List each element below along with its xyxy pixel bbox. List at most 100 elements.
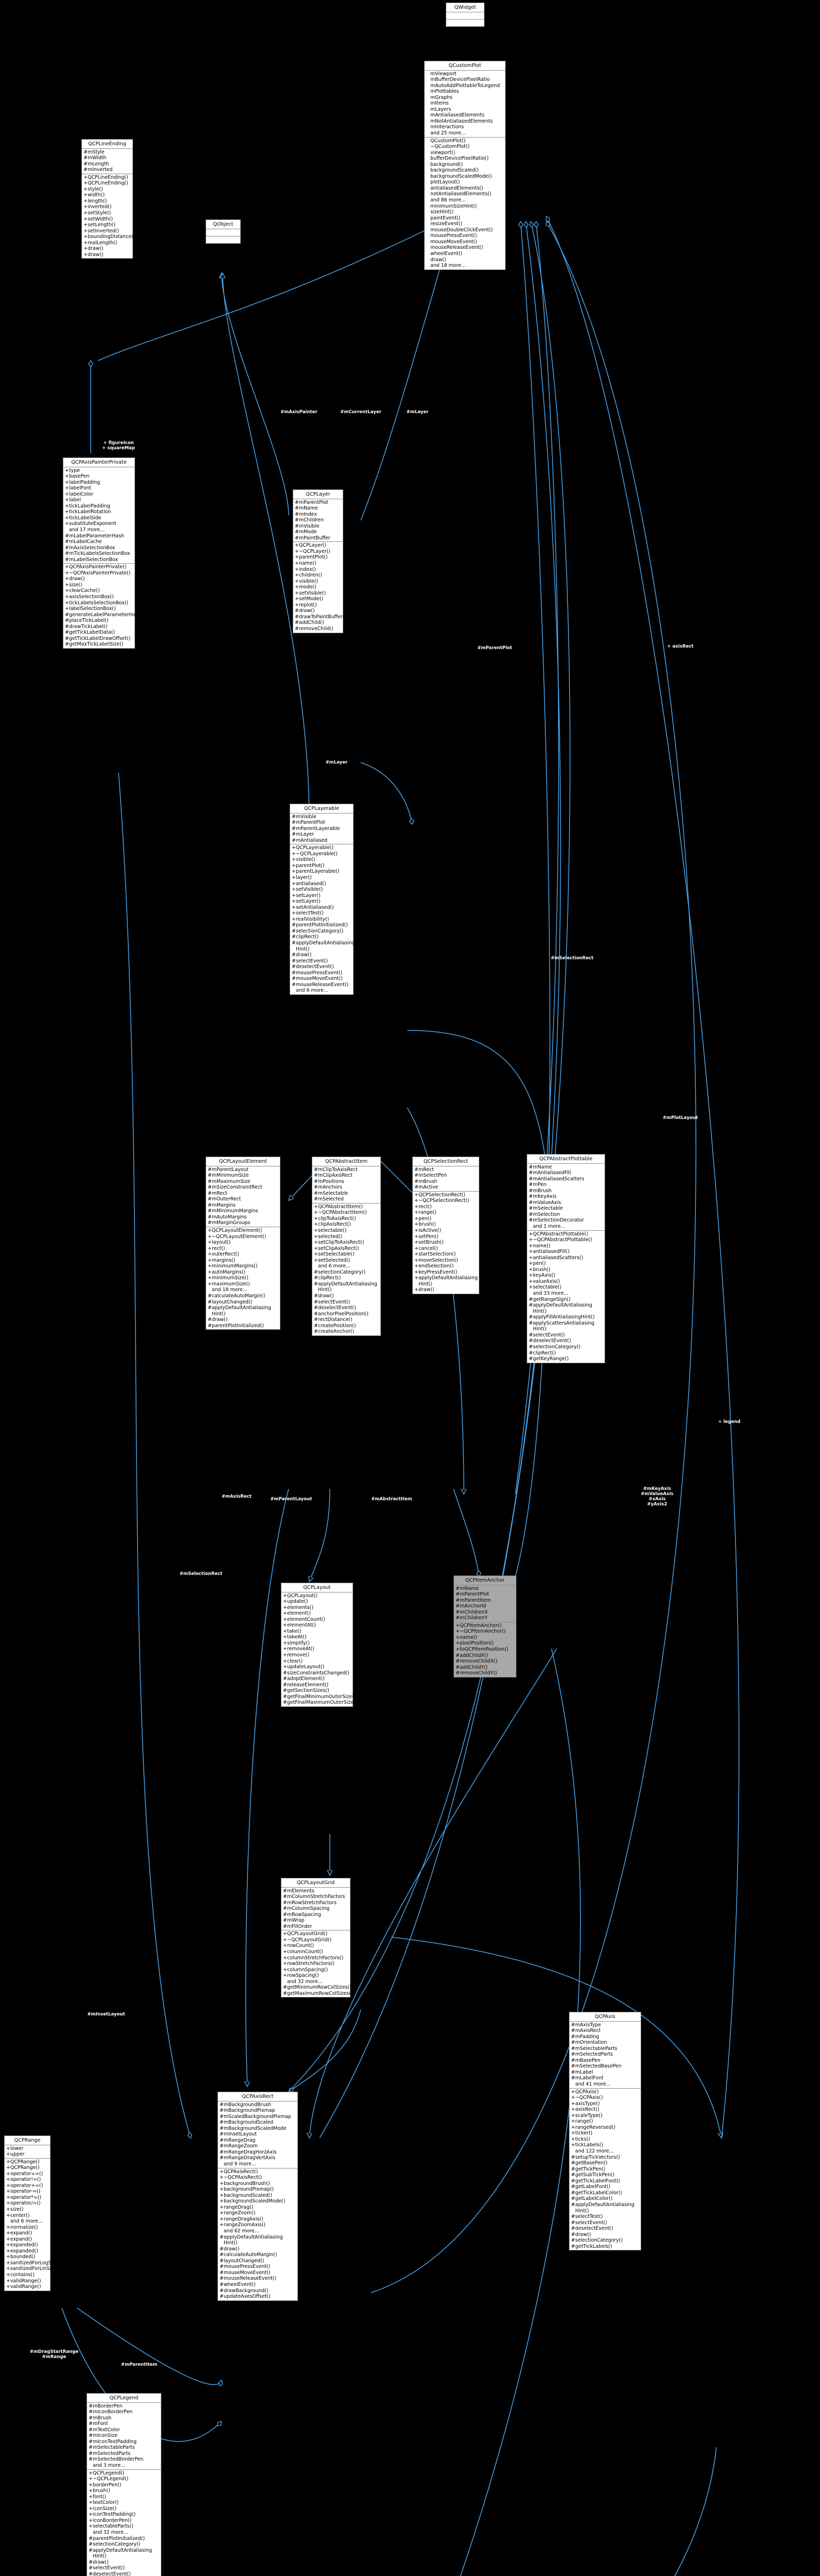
class-member: +QCPAxisRect() [220,2168,258,2175]
class-node-qcpaxispainterprivate[interactable]: QCPAxisPainterPrivate +type+basePen+labe… [63,457,145,649]
class-member: #mSelectedBasePen [571,2063,622,2070]
edge-label-minsetlayout: #mInsetLayout [87,2012,125,2017]
class-member: #mSelectableParts [89,2445,135,2451]
class-member: #draw() [220,2246,240,2252]
visibility-glyph: # [571,2184,575,2190]
class-node-qcplayerable[interactable]: QCPLayerable #mVisible#mParentPlot#mPare… [290,804,355,995]
visibility-glyph: # [65,539,69,545]
class-member: +width() [83,192,105,198]
visibility-glyph: # [283,1990,287,1996]
visibility-glyph: # [456,1664,460,1670]
visibility-glyph: + [65,564,69,570]
class-member: +range() [571,2119,593,2125]
class-node-qcplayoutgrid[interactable]: QCPLayoutGrid #mElements#mColumnStretchF… [281,1878,353,1998]
visibility-glyph: # [208,1208,212,1214]
class-attributes [446,12,484,20]
class-member: +validRange() [6,2278,41,2284]
class-member: +rowSpacing() [283,1973,319,1979]
class-node-qcplegend[interactable]: QCPLegend #mBorderPen#mIconBorderPen#mBr… [87,2393,161,2576]
visibility-glyph: # [529,1338,533,1344]
class-member: +sanitizedForLogScale() [6,2260,65,2266]
class-node-qcpselectionrect[interactable]: QCPSelectionRect #mRect#mSelectPen#mBrus… [412,1157,479,1295]
class-member: #draw() [292,952,312,958]
class-member: +mode() [295,584,316,590]
visibility-glyph: + [220,2187,224,2193]
class-member: +cancel() [414,1245,438,1251]
visibility-glyph: + [6,2151,10,2158]
class-member: +basePen [65,473,90,480]
class-node-qcplayoutelement[interactable]: QCPLayoutElement #mParentLayout#mMinimum… [206,1157,280,1330]
class-member: +setStyle() [83,210,111,216]
visibility-glyph: # [89,2450,93,2456]
class-member: #mChildrenY [456,1615,488,1621]
visibility-glyph: # [529,1356,533,1362]
class-node-qobject[interactable]: QObject [206,219,241,244]
class-member: #mBackgroundPixmap [220,2108,275,2114]
class-member: and 18 more... [212,1287,247,1293]
visibility-glyph: + [295,578,299,584]
visibility-glyph: # [220,2269,224,2276]
class-member: mPlottables [430,89,459,95]
class-member: #mSelectedParts [89,2450,131,2456]
class-member: #generateLabelParameterHash() [65,612,145,618]
visibility-glyph: + [529,1261,533,1267]
visibility-glyph: # [571,2190,575,2196]
visibility-glyph: # [220,2108,224,2114]
class-member: +clearCache() [65,588,100,594]
class-node-qcpaxisrect[interactable]: QCPAxisRect #mBackgroundBrush#mBackgroun… [217,2092,298,2301]
class-member: +upper [6,2151,25,2158]
class-member: #mParentPlot [295,499,328,505]
visibility-glyph: # [220,2102,224,2108]
class-methods: +QCPLegend()+~QCPLegend()+borderPen()+br… [87,2470,161,2576]
class-member: #updateAxesOffset() [220,2294,271,2300]
visibility-glyph: + [6,2189,10,2195]
class-node-qcplayer[interactable]: QCPLayer #mParentPlot#mName#mIndex#mChil… [293,489,346,633]
visibility-glyph: + [414,1233,419,1240]
class-node-qwidget[interactable]: QWidget [446,3,484,27]
class-member: #getTickLabelFont() [571,2178,621,2184]
class-member: mItems [430,100,449,107]
visibility-glyph: + [283,1634,287,1640]
class-attributes: #mParentPlot#mName#mIndex#mChildren#mVis… [293,499,343,543]
class-member: #draw() [295,608,315,614]
class-node-qcplayout[interactable]: QCPLayout +QCPLayout()+update()+elements… [281,1583,357,1707]
class-node-qcprange[interactable]: QCPRange +lower+upper +QCPRange()+QCPRan… [4,2136,65,2291]
visibility-glyph: # [414,1173,419,1179]
class-node-qcpitemanchor[interactable]: QCPItemAnchor #mName#mParentPlot#mParent… [454,1575,516,1677]
class-member: #mTickLabelsSelectionBox [65,551,130,557]
class-methods: +QCPAxisRect()+~QCPAxisRect()+background… [218,2168,297,2300]
class-member: +setSelectable() [314,1251,355,1258]
visibility-glyph: # [314,1173,318,1179]
class-node-qcplineending[interactable]: QCPLineEnding #mStyle#mWidth#mLength#mIn… [81,139,135,259]
class-member: +QCPAxis() [571,2089,599,2095]
visibility-glyph: # [295,523,299,529]
visibility-glyph: # [295,529,299,535]
class-node-qcpaxis[interactable]: QCPAxis #mAxisType#mAxisRect#mPadding#mO… [569,2012,641,2251]
class-member: #getTickLabelData() [65,630,115,636]
class-title: QCPLineEnding [82,140,132,149]
class-member: #mIndex [295,511,317,517]
visibility-glyph: + [89,2482,93,2488]
visibility-glyph: # [571,2069,575,2075]
visibility-glyph: # [208,1293,212,1299]
class-member: +center() [6,2212,30,2218]
visibility-glyph: + [571,2095,575,2101]
class-member: +selectable() [314,1228,347,1234]
class-member: +tickLabelSide [65,515,102,521]
visibility-glyph: + [83,240,88,246]
class-methods: +QCPAxis()+~QCPAxis()+axisType()+axisRec… [570,2089,641,2250]
class-member: #mousePressEvent() [292,970,343,976]
class-member: #mSizeConstraintRect [208,1184,262,1191]
visibility-glyph: + [292,869,296,875]
class-member: #clipRect() [292,934,319,940]
visibility-glyph: + [571,2130,575,2137]
visibility-glyph: # [314,1299,318,1305]
class-title: QCPAxisRect [218,2092,297,2102]
visibility-glyph: # [571,2045,575,2052]
class-member: #sizeConstraintsChanged() [283,1670,349,1676]
visibility-glyph: + [456,1640,460,1647]
class-node-qcpabstractplottable[interactable]: QCPAbstractPlottable #mName#mAntialiased… [527,1154,605,1363]
class-member: +visible() [295,578,319,584]
class-node-qcpabstractitem[interactable]: QCPAbstractItem #mClipToAxisRect#mClipAx… [312,1157,381,1336]
